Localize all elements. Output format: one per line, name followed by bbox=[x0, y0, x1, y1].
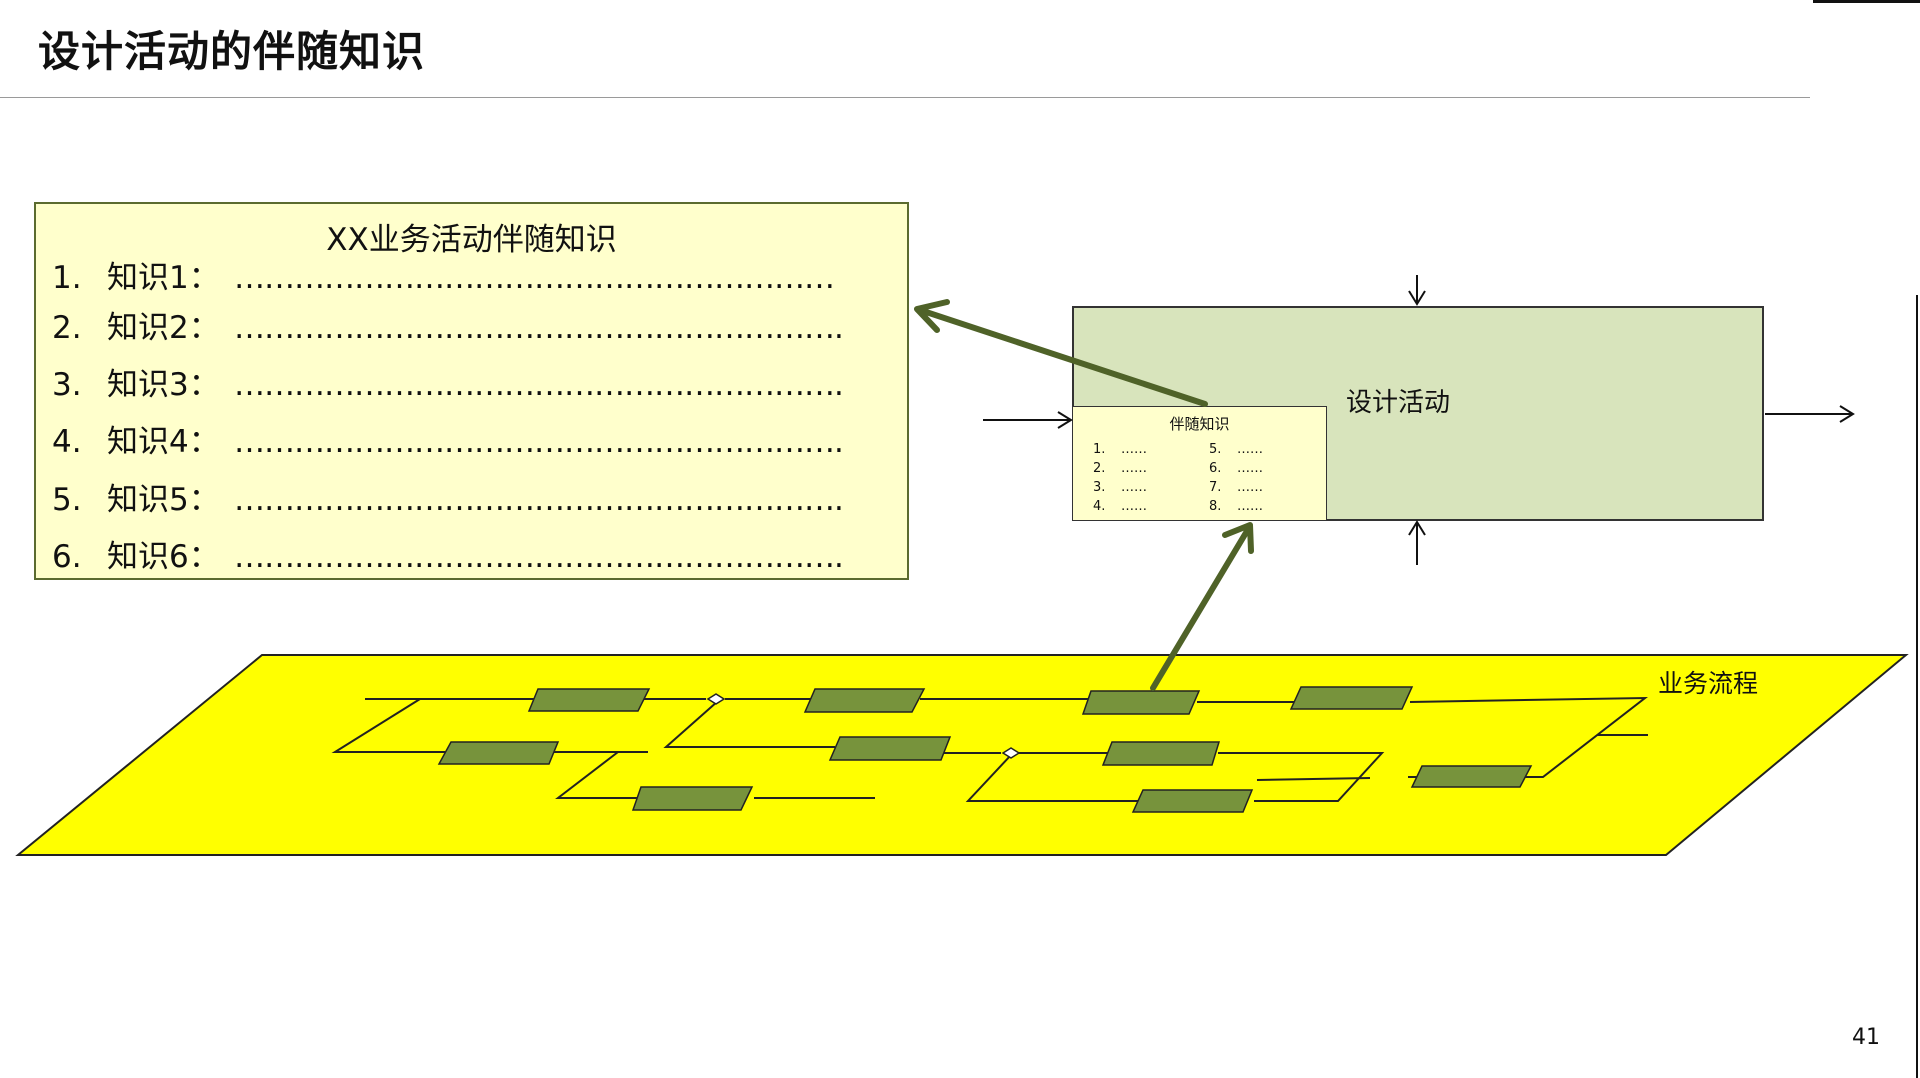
knowledge-item-label: 知识6： bbox=[107, 539, 220, 575]
process-label: 业务流程 bbox=[1658, 669, 1759, 698]
process-node bbox=[631, 786, 754, 811]
process-node bbox=[1289, 686, 1414, 710]
knowledge-item-dots: ……………………………………………………. bbox=[234, 367, 844, 403]
knowledge-item-dots: ……………………………………………………. bbox=[234, 482, 844, 518]
process-flow-lines bbox=[331, 696, 1648, 802]
mini-knowledge-item: 7.…… bbox=[1209, 480, 1263, 495]
corner-mark bbox=[1813, 0, 1920, 3]
knowledge-item-dots: ……………………………………………………. bbox=[234, 310, 844, 346]
process-node bbox=[803, 688, 926, 713]
mini-knowledge-item: 4.…… bbox=[1093, 499, 1147, 514]
knowledge-item-number: 5. bbox=[52, 482, 82, 518]
knowledge-item-number: 2. bbox=[52, 310, 82, 346]
process-node bbox=[437, 741, 560, 765]
process-node bbox=[527, 688, 651, 712]
knowledge-item-number: 3. bbox=[52, 367, 82, 403]
knowledge-item: 3. 知识3： ……………………………………………………. bbox=[52, 359, 844, 404]
output-arrow-right bbox=[1765, 405, 1855, 423]
process-decision-node bbox=[1001, 747, 1021, 759]
knowledge-item-label: 知识5： bbox=[107, 482, 220, 518]
title-divider bbox=[0, 97, 1810, 98]
mini-knowledge-item: 8.…… bbox=[1209, 499, 1263, 514]
knowledge-item-number: 4. bbox=[52, 424, 82, 460]
right-edge-rule bbox=[1916, 295, 1918, 1078]
input-arrow-left bbox=[983, 411, 1073, 429]
mini-knowledge-item: 3.…… bbox=[1093, 480, 1147, 495]
process-node bbox=[1410, 765, 1533, 788]
knowledge-item-dots: ……………………………………………………. bbox=[234, 539, 844, 575]
mini-knowledge-item: 1.…… bbox=[1093, 442, 1147, 457]
design-activity-label: 设计活动 bbox=[1346, 388, 1451, 418]
process-to-activity-arrow bbox=[1150, 522, 1254, 691]
knowledge-item-label: 知识4： bbox=[107, 424, 220, 460]
control-arrow-top bbox=[1408, 275, 1426, 306]
mechanism-arrow-bottom bbox=[1408, 520, 1426, 565]
knowledge-item-number: 1. bbox=[52, 260, 82, 296]
knowledge-box-title: XX业务活动伴随知识 bbox=[326, 222, 617, 258]
knowledge-item: 4. 知识4： ……………………………………………………. bbox=[52, 416, 844, 461]
mini-knowledge-item: 6.…… bbox=[1209, 461, 1263, 476]
activity-io-arrows bbox=[983, 275, 1855, 565]
process-node bbox=[1081, 690, 1201, 715]
page-title: 设计活动的伴随知识 bbox=[38, 27, 426, 76]
process-activity-nodes bbox=[437, 686, 1533, 813]
process-node bbox=[1131, 789, 1254, 813]
knowledge-item-dots: ……………………………………………………. bbox=[234, 424, 844, 460]
knowledge-item-label: 知识3： bbox=[107, 367, 220, 403]
knowledge-item: 1. 知识1： …………………………………………………… bbox=[52, 252, 835, 297]
knowledge-item: 2. 知识2： ……………………………………………………. bbox=[52, 302, 844, 347]
knowledge-item-dots: …………………………………………………… bbox=[234, 260, 835, 296]
page-number: 41 bbox=[1852, 1025, 1880, 1050]
mini-knowledge-item: 2.…… bbox=[1093, 461, 1147, 476]
knowledge-item-label: 知识1： bbox=[107, 260, 220, 296]
accompanying-knowledge-title: 伴随知识 bbox=[1169, 415, 1230, 433]
knowledge-item-number: 6. bbox=[52, 539, 82, 575]
accompanying-knowledge-box: 伴随知识 1.…… 2.…… 3.…… 4.…… 5.…… 6.…… 7.…… … bbox=[1072, 406, 1327, 521]
knowledge-box: XX业务活动伴随知识 1. 知识1： …………………………………………………… 2.… bbox=[34, 202, 909, 580]
knowledge-item: 5. 知识5： ……………………………………………………. bbox=[52, 474, 844, 519]
extract-knowledge-arrow bbox=[914, 299, 1208, 407]
knowledge-flow-arrows bbox=[914, 299, 1254, 691]
knowledge-item: 6. 知识6： ……………………………………………………. bbox=[52, 531, 844, 576]
business-process-plane bbox=[15, 654, 1909, 856]
mini-knowledge-item: 5.…… bbox=[1209, 442, 1263, 457]
process-node bbox=[828, 736, 952, 761]
process-decision-nodes bbox=[706, 693, 1021, 759]
process-decision-node bbox=[706, 693, 726, 705]
knowledge-item-label: 知识2： bbox=[107, 310, 220, 346]
process-node bbox=[1101, 741, 1221, 766]
